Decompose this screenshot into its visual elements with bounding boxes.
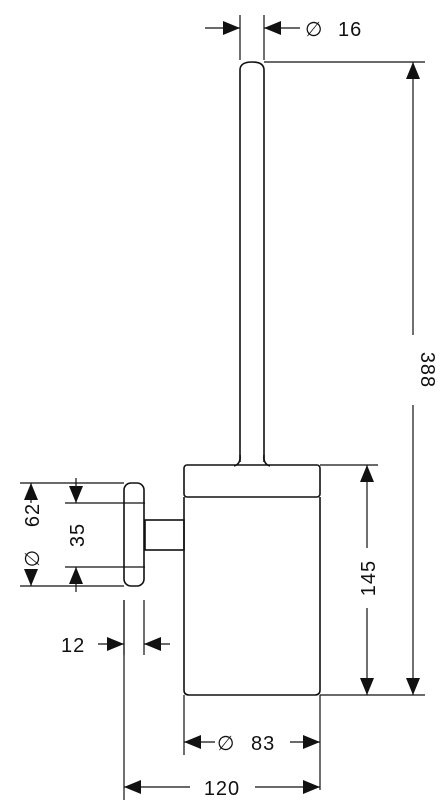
plate-thickness-value: 12 (61, 635, 85, 657)
wall-arm (144, 519, 185, 551)
holder-height-value: 145 (358, 560, 380, 596)
dim-arm-height: 35 (65, 478, 145, 592)
arm-height-value: 35 (67, 523, 89, 547)
dim-holder-diameter: ∅ 83 (183, 695, 321, 790)
top-diameter-symbol: ∅ (305, 19, 323, 41)
top-diameter-value: 16 (338, 19, 362, 41)
plate-diameter-symbol: ∅ (22, 549, 44, 567)
holder-lid (183, 464, 321, 498)
dim-holder-height: 145 (320, 464, 380, 695)
holder-diameter-value: 83 (251, 733, 275, 755)
dim-overall-width: 120 (123, 600, 320, 800)
overall-height-value: 388 (416, 352, 438, 388)
dim-plate-diameter: 62 ∅ (18, 482, 124, 587)
toilet-brush-set (123, 61, 321, 696)
overall-width-value: 120 (204, 778, 240, 800)
holder-body (183, 497, 321, 696)
dim-overall-height: 388 (264, 61, 438, 696)
plate-diameter-value: 62 (22, 503, 44, 527)
dim-top-diameter: ∅ 16 (205, 15, 362, 60)
holder-diameter-symbol: ∅ (217, 733, 235, 755)
brush-handle (239, 61, 265, 462)
wall-plate (123, 482, 145, 587)
dim-plate-thickness: 12 (61, 600, 170, 657)
